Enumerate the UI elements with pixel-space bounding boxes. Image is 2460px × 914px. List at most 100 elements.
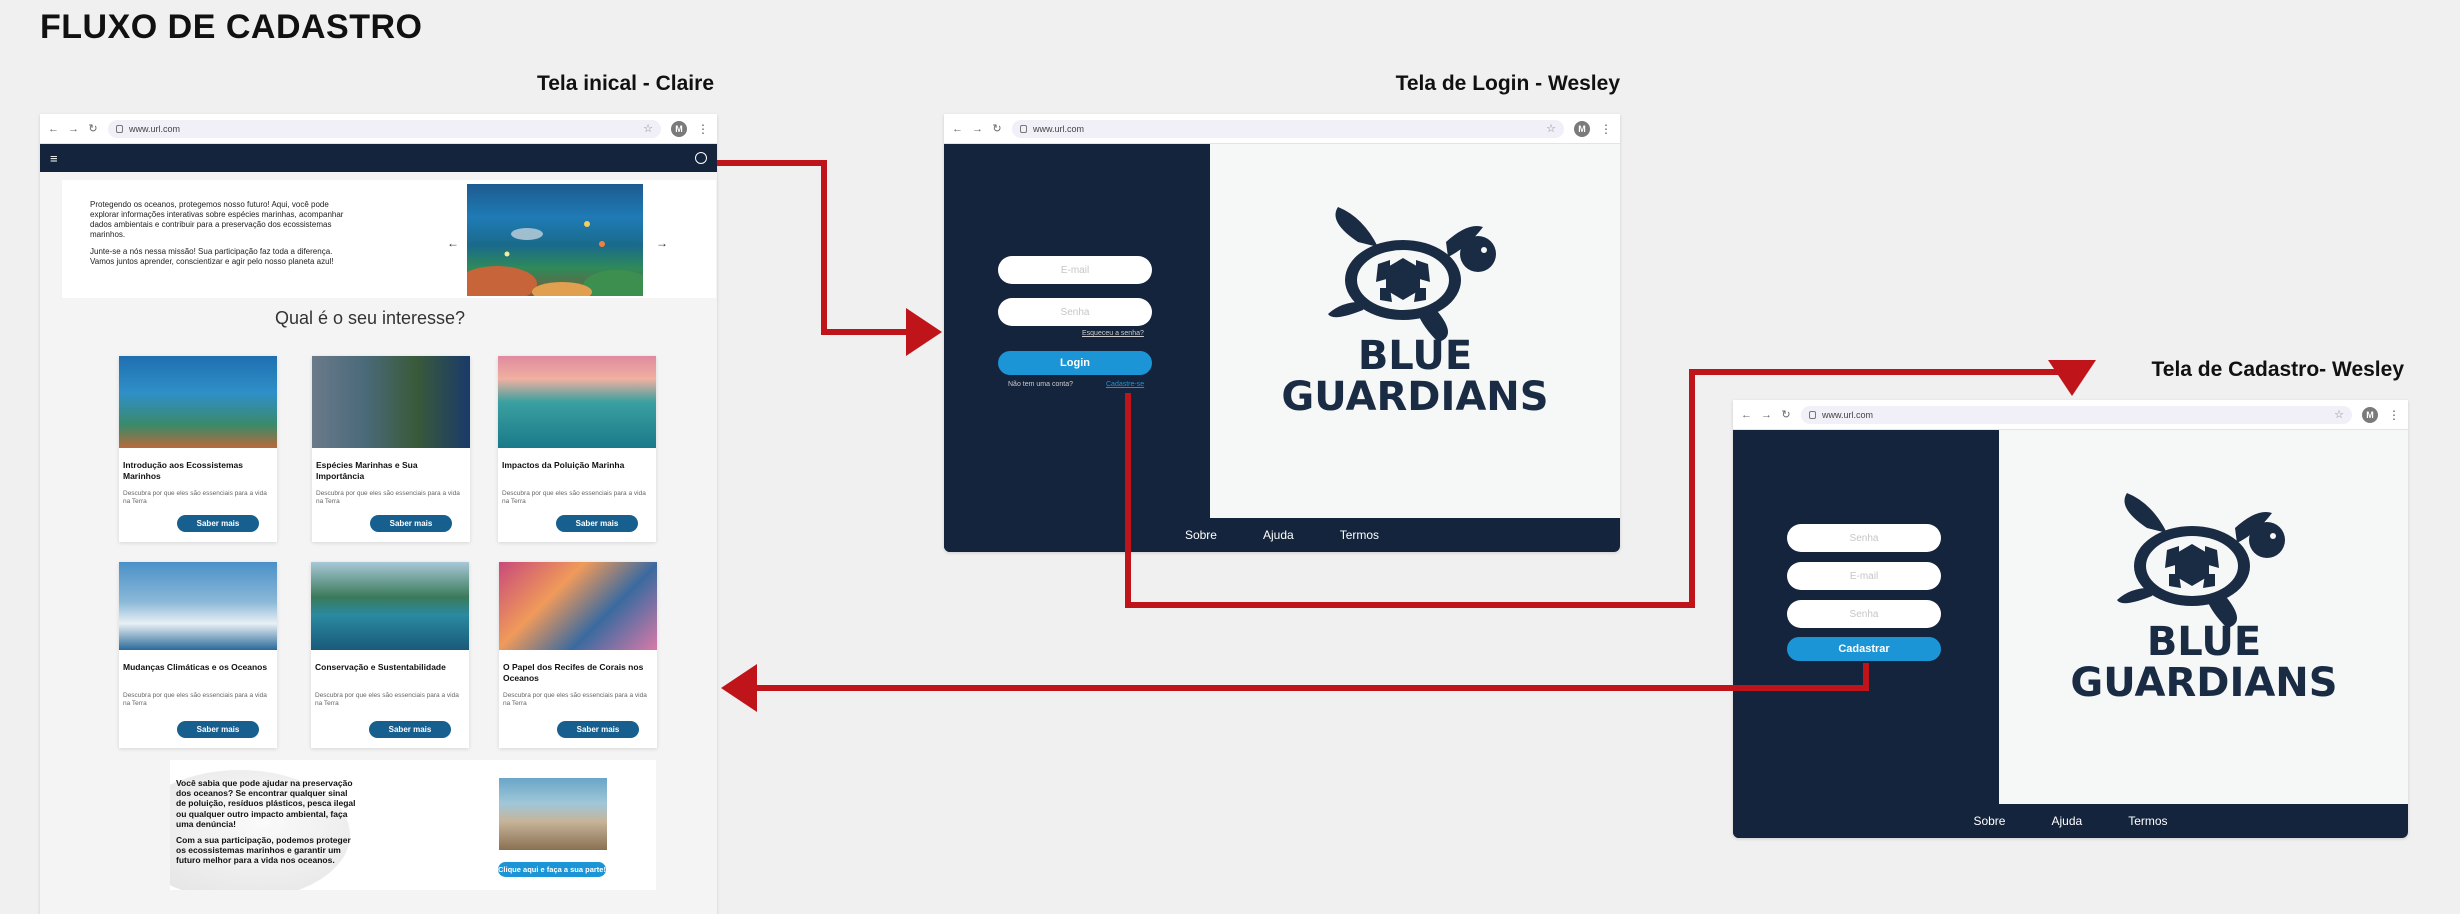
site-navbar: ≡ bbox=[40, 144, 717, 172]
card-image-especies bbox=[312, 356, 470, 448]
brand-panel: BLUE GUARDIANS bbox=[1210, 144, 1620, 518]
carousel-next-icon[interactable]: → bbox=[656, 236, 668, 250]
card-description: Descubra por que eles são essenciais par… bbox=[502, 490, 646, 506]
card-description: Descubra por que eles são essenciais par… bbox=[315, 692, 459, 708]
carousel-prev-icon[interactable]: ← bbox=[447, 236, 459, 250]
card-recifes: O Papel dos Recifes de Corais nos Oceano… bbox=[499, 562, 657, 748]
bookmark-star-icon[interactable]: ☆ bbox=[1546, 123, 1556, 135]
back-arrow-icon[interactable]: ← bbox=[48, 122, 59, 135]
back-arrow-icon[interactable]: ← bbox=[1741, 408, 1752, 421]
brand-line-2: GUARDIANS bbox=[2070, 659, 2338, 706]
turtle-logo-icon bbox=[2117, 493, 2285, 628]
card-title: Conservação e Sustentabilidade bbox=[315, 662, 446, 672]
frame-title-cadastro: Tela de Cadastro- Wesley bbox=[2151, 358, 2404, 381]
reload-icon[interactable]: ↻ bbox=[992, 123, 1002, 135]
footer-link-termos[interactable]: Termos bbox=[2128, 814, 2168, 828]
card-image-poluicao bbox=[498, 356, 656, 448]
brand-line-1: BLUE bbox=[2146, 619, 2262, 665]
forward-arrow-icon[interactable]: → bbox=[972, 122, 983, 135]
password-field[interactable]: Senha bbox=[1787, 600, 1941, 628]
banner-paragraph-1: Você sabia que pode ajudar na preservaçã… bbox=[176, 778, 356, 829]
brand-panel: BLUE GUARDIANS bbox=[1999, 430, 2408, 804]
browser-menu-icon[interactable]: ⋮ bbox=[2388, 407, 2400, 422]
register-button[interactable]: Cadastrar bbox=[1787, 637, 1941, 661]
saber-mais-button[interactable]: Saber mais bbox=[369, 721, 451, 738]
megaphone-illustration bbox=[170, 770, 350, 890]
claire-home-screen: ← → ↻ www.url.com ☆ M ⋮ ≡ Protegendo os … bbox=[40, 114, 717, 914]
card-title: Mudanças Climáticas e os Oceanos bbox=[123, 662, 268, 672]
forward-arrow-icon[interactable]: → bbox=[68, 122, 79, 135]
footer-link-sobre[interactable]: Sobre bbox=[1973, 814, 2006, 828]
browser-toolbar: ← → ↻ www.url.com ☆ M ⋮ bbox=[944, 114, 1620, 144]
lock-icon bbox=[1809, 410, 1816, 419]
reload-icon[interactable]: ↻ bbox=[1781, 409, 1791, 421]
saber-mais-button[interactable]: Saber mais bbox=[557, 721, 639, 738]
url-text: www.url.com bbox=[1822, 409, 1874, 420]
hero-text: Protegendo os oceanos, protegemos nosso … bbox=[90, 200, 350, 267]
saber-mais-button[interactable]: Saber mais bbox=[177, 515, 259, 532]
password-field[interactable]: Senha bbox=[998, 298, 1152, 326]
back-arrow-icon[interactable]: ← bbox=[952, 122, 963, 135]
forgot-password-link[interactable]: Esqueceu a senha? bbox=[1082, 330, 1144, 337]
profile-avatar[interactable]: M bbox=[2362, 406, 2378, 423]
signup-link[interactable]: Cadastre-se bbox=[1106, 381, 1145, 388]
browser-toolbar: ← → ↻ www.url.com ☆ M ⋮ bbox=[1733, 400, 2408, 430]
card-conservacao: Conservação e Sustentabilidade Descubra … bbox=[311, 562, 469, 748]
login-screen: ← → ↻ www.url.com ☆ M ⋮ E-mail Senha Esq… bbox=[944, 114, 1620, 552]
brand-name: BLUE GUARDIANS bbox=[1270, 336, 1560, 418]
interest-title: Qual é o seu interesse? bbox=[274, 308, 466, 328]
banner-text: Você sabia que pode ajudar na preservaçã… bbox=[176, 778, 356, 866]
url-bar[interactable]: www.url.com ☆ bbox=[108, 119, 661, 138]
board-title: FLUXO DE CADASTRO bbox=[40, 8, 423, 46]
url-bar[interactable]: www.url.com ☆ bbox=[1801, 405, 2352, 424]
hero-paragraph-1: Protegendo os oceanos, protegemos nosso … bbox=[90, 200, 344, 239]
bookmark-star-icon[interactable]: ☆ bbox=[2334, 409, 2344, 421]
browser-menu-icon[interactable]: ⋮ bbox=[697, 121, 709, 136]
footer-link-ajuda[interactable]: Ajuda bbox=[2051, 814, 2083, 828]
card-image-recifes bbox=[499, 562, 657, 650]
email-field[interactable]: E-mail bbox=[998, 256, 1152, 284]
turtle-logo-icon bbox=[1328, 207, 1496, 342]
name-field[interactable]: Senha bbox=[1787, 524, 1941, 552]
card-description: Descubra por que eles são essenciais par… bbox=[123, 692, 267, 708]
brand-line-2: GUARDIANS bbox=[1281, 373, 1549, 420]
url-text: www.url.com bbox=[1033, 123, 1085, 134]
report-cta-button[interactable]: Clique aqui e faça a sua parte! bbox=[498, 862, 606, 877]
login-footer: Sobre Ajuda Termos bbox=[944, 518, 1620, 552]
user-circle-icon[interactable] bbox=[695, 152, 707, 164]
card-title: Espécies Marinhas e Sua Importância bbox=[316, 460, 418, 482]
footer-link-sobre[interactable]: Sobre bbox=[1184, 528, 1217, 542]
brand-line-1: BLUE bbox=[1357, 333, 1473, 379]
card-description: Descubra por que eles são essenciais par… bbox=[316, 490, 460, 506]
lock-icon bbox=[116, 124, 123, 133]
no-account-text: Não tem uma conta? bbox=[1008, 381, 1073, 388]
frame-title-claire: Tela inical - Claire bbox=[536, 72, 714, 95]
beach-cleanup-image bbox=[499, 778, 607, 850]
profile-avatar[interactable]: M bbox=[1574, 120, 1590, 137]
saber-mais-button[interactable]: Saber mais bbox=[556, 515, 638, 532]
reload-icon[interactable]: ↻ bbox=[88, 123, 98, 135]
url-bar[interactable]: www.url.com ☆ bbox=[1012, 119, 1564, 138]
saber-mais-button[interactable]: Saber mais bbox=[177, 721, 259, 738]
bookmark-star-icon[interactable]: ☆ bbox=[643, 123, 653, 135]
email-field[interactable]: E-mail bbox=[1787, 562, 1941, 590]
footer-link-termos[interactable]: Termos bbox=[1339, 528, 1380, 542]
login-form-panel: E-mail Senha Esqueceu a senha? Login Não… bbox=[944, 144, 1210, 552]
hero-section: Protegendo os oceanos, protegemos nosso … bbox=[62, 180, 716, 298]
browser-menu-icon[interactable]: ⋮ bbox=[1600, 121, 1612, 136]
profile-avatar[interactable]: M bbox=[671, 120, 687, 137]
card-image-ecossistemas bbox=[119, 356, 277, 448]
frame-title-login: Tela de Login - Wesley bbox=[1395, 72, 1620, 95]
card-image-mudancas bbox=[119, 562, 277, 650]
card-poluicao: Impactos da Poluição Marinha Descubra po… bbox=[498, 356, 656, 542]
browser-toolbar: ← → ↻ www.url.com ☆ M ⋮ bbox=[40, 114, 717, 144]
forward-arrow-icon[interactable]: → bbox=[1761, 408, 1772, 421]
saber-mais-button[interactable]: Saber mais bbox=[370, 515, 452, 532]
card-ecossistemas: Introdução aos Ecossistemas Marinhos Des… bbox=[119, 356, 277, 542]
hamburger-icon[interactable]: ≡ bbox=[50, 150, 58, 166]
footer-link-ajuda[interactable]: Ajuda bbox=[1262, 528, 1294, 542]
login-button[interactable]: Login bbox=[998, 351, 1152, 375]
card-mudancas: Mudanças Climáticas e os Oceanos Descubr… bbox=[119, 562, 277, 748]
denuncia-banner: Você sabia que pode ajudar na preservaçã… bbox=[170, 760, 656, 890]
